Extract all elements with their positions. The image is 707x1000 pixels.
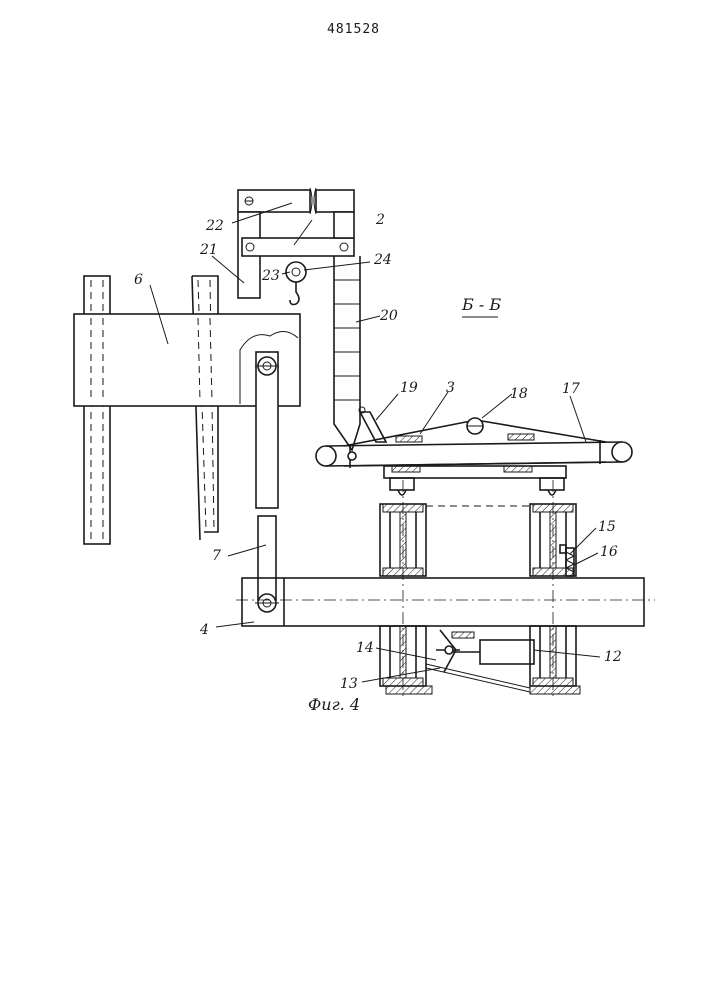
section-label: Б - Б (461, 295, 501, 314)
label-21: 21 (199, 242, 218, 258)
label-17: 17 (562, 381, 580, 397)
label-12: 12 (604, 649, 622, 665)
label-14: 14 (356, 640, 374, 656)
label-20: 20 (379, 308, 398, 324)
link-7 (255, 352, 279, 612)
label-13: 13 (340, 676, 358, 692)
label-3: 3 (446, 380, 455, 396)
label-4: 4 (199, 622, 209, 638)
beam-4 (236, 578, 655, 626)
label-22: 22 (205, 218, 224, 234)
label-18: 18 (510, 386, 528, 402)
cylinder-12 (426, 630, 534, 692)
label-2: 2 (375, 212, 385, 228)
figure-caption: Фиг. 4 (308, 695, 360, 714)
crossbar-17 (316, 418, 632, 478)
label-24: 24 (373, 252, 392, 268)
label-7: 7 (212, 548, 221, 564)
label-23: 23 (261, 268, 280, 284)
label-15: 15 (598, 519, 616, 535)
upper-guide-columns (380, 480, 576, 700)
label-19: 19 (400, 380, 418, 396)
label-16: 16 (600, 544, 618, 560)
hanger-fittings (390, 478, 564, 506)
label-6: 6 (134, 272, 143, 288)
